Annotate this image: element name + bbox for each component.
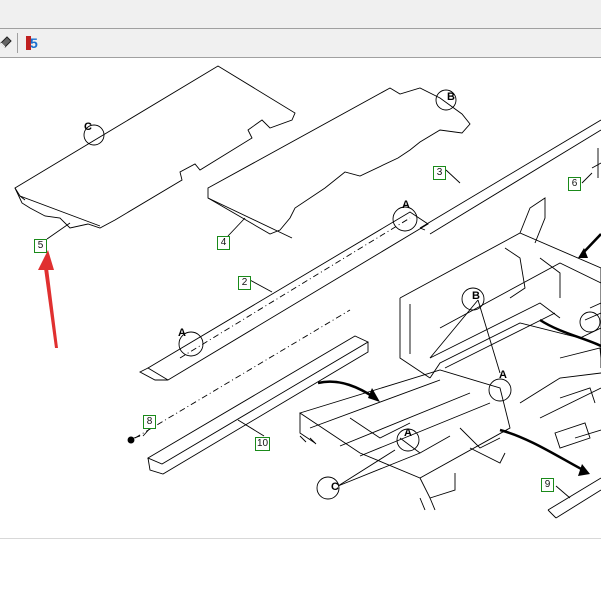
eraser-button[interactable] [0, 33, 16, 53]
callout-part-6[interactable]: 6 [568, 177, 581, 191]
part-2-strip [147, 211, 429, 381]
step-icon-label: 5 [30, 35, 38, 51]
ref-letter-a: A [178, 327, 186, 339]
eraser-icon [0, 34, 13, 53]
step-button[interactable]: 5 [24, 33, 44, 53]
step-icon: 5 [26, 35, 42, 51]
window-top-area [0, 0, 601, 28]
callout-part-8[interactable]: 8 [143, 415, 156, 429]
callout-part-5[interactable]: 5 [34, 239, 47, 253]
ref-letter-c: C [84, 121, 92, 133]
ref-letter-b: B [472, 290, 480, 302]
toolbar: 5 [0, 28, 601, 58]
frame-assembly [399, 232, 601, 368]
toolbar-separator [17, 33, 18, 53]
part-3-beam [419, 119, 601, 229]
part-5-panel [14, 65, 296, 229]
ref-letter-a: A [402, 199, 410, 211]
parts-diagram [14, 65, 601, 519]
part-4-panel [207, 87, 471, 235]
empty-panel [0, 538, 601, 594]
callout-part-3[interactable]: 3 [433, 166, 446, 180]
callout-part-9[interactable]: 9 [541, 478, 554, 492]
callout-part-10[interactable]: 10 [255, 437, 271, 451]
highlight-arrow [38, 250, 58, 348]
parts-diagram-canvas: 5 4 2 3 6 8 10 9 C B A A B A A C [0, 58, 601, 539]
ref-letter-c: C [331, 481, 339, 493]
ref-letter-a: A [499, 369, 507, 381]
ref-letter-b: B [447, 91, 455, 103]
callout-part-2[interactable]: 2 [238, 276, 251, 290]
ref-letter-a: A [404, 427, 412, 439]
callout-part-4[interactable]: 4 [217, 236, 230, 250]
